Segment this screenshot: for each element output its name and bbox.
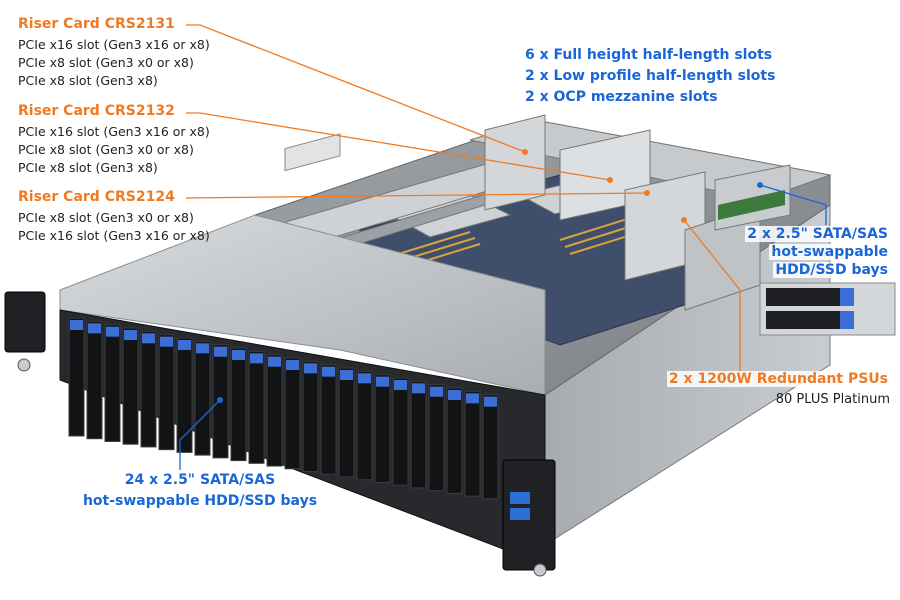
- drive-bay: [446, 387, 463, 494]
- rear-bays-line-1: 2 x 2.5" SATA/SAS: [745, 226, 890, 242]
- drive-bay: [176, 337, 193, 453]
- drive-release-tab: [430, 386, 443, 397]
- left-rack-ear: [4, 291, 46, 353]
- drive-bay: [158, 334, 175, 451]
- riser-2-slot-3: PCIe x8 slot (Gen3 x8): [18, 160, 158, 175]
- drive-release-tab: [268, 356, 281, 367]
- riser-1-slot-1: PCIe x16 slot (Gen3 x16 or x8): [18, 37, 210, 52]
- drive-bay: [302, 360, 319, 473]
- drive-release-tab: [88, 323, 101, 334]
- drive-release-tab: [340, 370, 353, 380]
- expansion-line-1: 6 x Full height half-length slots: [525, 47, 773, 63]
- drive-bay: [338, 367, 355, 478]
- front-drive-bays: [68, 317, 499, 500]
- leader-rear-bays: [759, 184, 827, 225]
- drive-release-tab: [196, 343, 209, 354]
- drive-bay: [122, 327, 139, 445]
- drive-bay: [230, 347, 247, 462]
- drive-bay: [356, 370, 373, 481]
- rear-bay-inset: [759, 282, 896, 336]
- drive-release-tab: [484, 396, 497, 407]
- drive-release-tab: [448, 390, 461, 400]
- drive-bay: [68, 317, 85, 437]
- drive-release-tab: [160, 336, 173, 347]
- leader-riser-2: [186, 112, 611, 181]
- expansion-line-3: 2 x OCP mezzanine slots: [525, 89, 718, 105]
- drive-bay: [320, 364, 337, 475]
- drive-bay: [374, 374, 391, 483]
- drive-bay: [284, 357, 301, 470]
- drive-bay: [464, 390, 481, 497]
- drive-bay: [104, 324, 121, 442]
- drive-release-tab: [232, 350, 245, 360]
- leader-psu: [683, 219, 741, 372]
- drive-release-tab: [286, 360, 299, 370]
- drive-release-tab: [214, 346, 227, 357]
- riser-3-slot-1: PCIe x8 slot (Gen3 x0 or x8): [18, 210, 194, 225]
- drive-release-tab: [142, 333, 155, 344]
- drive-release-tab: [304, 363, 317, 374]
- drive-bay: [410, 380, 427, 489]
- drive-release-tab: [70, 320, 83, 330]
- drive-release-tab: [358, 373, 371, 384]
- riser-title-3: Riser Card CRS2124: [18, 189, 175, 205]
- drive-release-tab: [250, 353, 263, 364]
- drive-bay: [428, 384, 445, 492]
- expansion-line-2: 2 x Low profile half-length slots: [525, 68, 776, 84]
- psu-sub: 80 PLUS Platinum: [775, 392, 890, 407]
- drive-release-tab: [106, 326, 119, 337]
- riser-1-slot-2: PCIe x8 slot (Gen3 x0 or x8): [18, 55, 194, 70]
- drive-release-tab: [394, 380, 407, 390]
- rear-bays-line-3: HDD/SSD bays: [773, 262, 890, 278]
- drive-bay: [194, 340, 211, 456]
- leader-riser-1: [186, 24, 526, 153]
- riser-1-slot-3: PCIe x8 slot (Gen3 x8): [18, 73, 158, 88]
- drive-bay: [140, 330, 157, 448]
- riser-title-1: Riser Card CRS2131: [18, 16, 175, 32]
- psu-title: 2 x 1200W Redundant PSUs: [666, 371, 890, 387]
- riser-title-2: Riser Card CRS2132: [18, 103, 175, 119]
- riser-3-slot-2: PCIe x16 slot (Gen3 x16 or x8): [18, 228, 210, 243]
- front-bays-line-1: 24 x 2.5" SATA/SAS: [124, 472, 276, 488]
- front-bays-line-2: hot-swappable HDD/SSD bays: [82, 493, 318, 509]
- riser-2-slot-1: PCIe x16 slot (Gen3 x16 or x8): [18, 124, 210, 139]
- drive-release-tab: [376, 376, 389, 387]
- drive-release-tab: [322, 366, 335, 377]
- drive-bay: [248, 350, 265, 464]
- drive-release-tab: [412, 383, 425, 394]
- leader-riser-3: [185, 192, 648, 199]
- drive-release-tab: [178, 340, 191, 350]
- riser-2-slot-2: PCIe x8 slot (Gen3 x0 or x8): [18, 142, 194, 157]
- rear-bays-line-2: hot-swappable: [769, 244, 890, 260]
- drive-bay: [86, 320, 103, 440]
- drive-bay: [392, 377, 409, 486]
- drive-bay: [266, 354, 283, 467]
- drive-release-tab: [124, 330, 137, 340]
- leader-front-bays: [179, 399, 221, 470]
- drive-release-tab: [466, 393, 479, 404]
- drive-bay: [482, 394, 499, 500]
- riser-cage-1: [484, 114, 546, 211]
